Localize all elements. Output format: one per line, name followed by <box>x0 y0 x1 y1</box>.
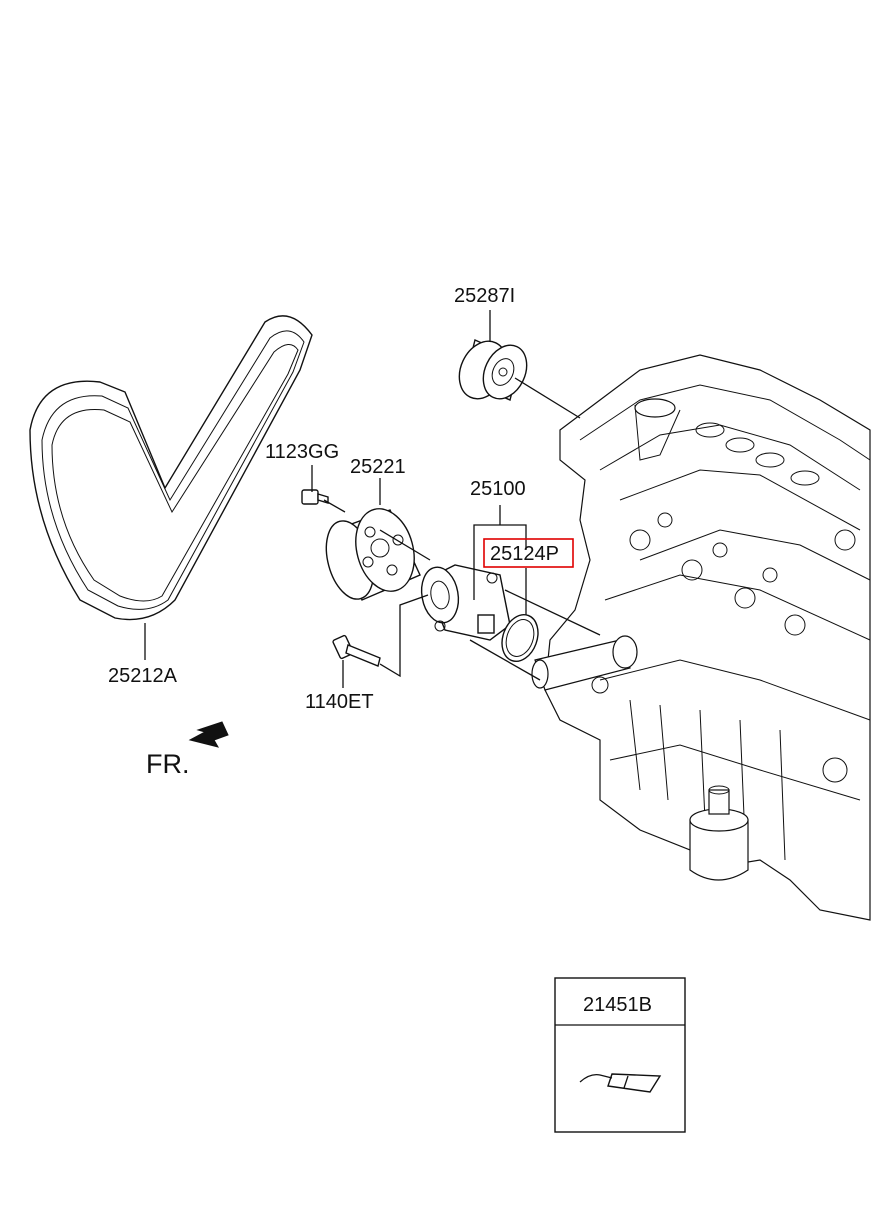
water-pump <box>420 564 511 641</box>
gasket-label-highlight <box>483 538 574 568</box>
label-sealant: 21451B <box>583 994 652 1016</box>
engine-block <box>531 354 871 921</box>
oil-filter <box>689 785 749 881</box>
label-bolt-1140et: 1140ET <box>305 691 374 713</box>
bolt-1140et <box>332 634 381 667</box>
sealant-tube-icon <box>579 1073 662 1093</box>
front-direction-arrow-icon <box>188 721 229 748</box>
label-gasket: 25124P <box>490 543 559 565</box>
label-water-pump-pulley: 25221 <box>350 456 406 478</box>
leader-lines <box>144 310 601 688</box>
water-pump-pulley <box>325 508 421 601</box>
label-bolt-1123gg: 1123GG <box>265 441 339 463</box>
sealant-box <box>554 977 686 1133</box>
label-front: FR. <box>146 749 190 779</box>
idler-pulley <box>458 339 528 401</box>
drive-belt <box>29 315 313 621</box>
gasket-o-ring <box>501 614 539 662</box>
label-idler-pulley: 25287I <box>454 285 515 307</box>
bolt-1123gg <box>301 489 329 505</box>
label-water-pump-assy: 25100 <box>470 478 526 500</box>
label-drive-belt: 25212A <box>108 665 178 687</box>
